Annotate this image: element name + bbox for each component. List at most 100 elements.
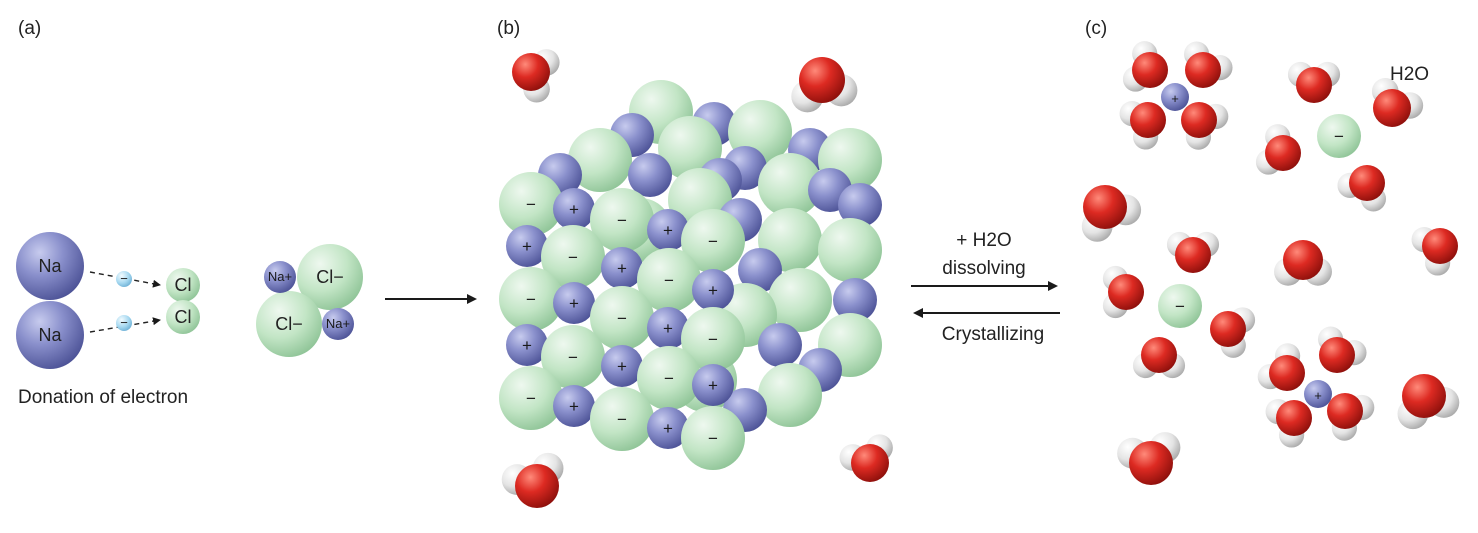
chloride-ion [818, 218, 882, 282]
oxygen-atom [1373, 89, 1411, 127]
negative-charge: − [664, 369, 674, 388]
water-molecule [1181, 102, 1229, 150]
sodium-ion [647, 307, 689, 349]
chloride-ion [590, 387, 654, 451]
chloride-ion-label: Cl− [316, 267, 344, 287]
oxygen-atom [1141, 337, 1177, 373]
water-molecule [1132, 337, 1186, 379]
chloride-ion [499, 172, 563, 236]
sodium-ion [553, 282, 595, 324]
donation-caption: Donation of electron [18, 387, 188, 408]
water-molecule [1327, 393, 1375, 441]
chloride-ion [568, 128, 632, 192]
positive-charge: + [663, 221, 673, 240]
positive-charge: + [617, 357, 627, 376]
negative-charge: − [526, 389, 536, 408]
oxygen-atom [1319, 337, 1355, 373]
positive-charge: + [663, 319, 673, 338]
chloride-ion [499, 366, 563, 430]
panel-a: Na Na − − Cl Cl Cl− Cl− Na+ Na+ Donation… [16, 232, 363, 408]
water-molecule [1274, 240, 1332, 286]
sodium-atom-label: Na [38, 256, 62, 276]
positive-charge: + [569, 294, 579, 313]
negative-charge: − [708, 429, 718, 448]
sodium-ion [553, 188, 595, 230]
sodium-ion [692, 364, 734, 406]
sodium-ion [628, 153, 672, 197]
sodium-atom [16, 301, 84, 369]
sodium-atom [16, 232, 84, 300]
positive-charge: + [1171, 91, 1179, 106]
oxygen-atom [1129, 441, 1173, 485]
positive-charge: + [569, 200, 579, 219]
water-molecule [1119, 100, 1166, 150]
sodium-ion [758, 323, 802, 367]
chloride-ion [637, 346, 701, 410]
water-molecule [1102, 265, 1144, 319]
negative-charge: − [568, 348, 578, 367]
water-molecule [1411, 226, 1458, 276]
chloride-ion [541, 225, 605, 289]
negative-charge: − [664, 271, 674, 290]
sodium-ion [838, 183, 882, 227]
negative-charge: − [617, 410, 627, 429]
sodium-atom-label: Na [38, 325, 62, 345]
water-molecule [1337, 165, 1387, 212]
oxygen-atom [1276, 400, 1312, 436]
electron-sign: − [120, 315, 128, 330]
water-label: H2O [1390, 64, 1429, 85]
oxygen-atom [1132, 52, 1168, 88]
electron [116, 271, 132, 287]
chloride-ion [541, 325, 605, 389]
sodium-ion [506, 324, 548, 366]
electron-sign: − [120, 271, 128, 286]
oxygen-atom [512, 53, 550, 91]
equilibrium-arrows: + H2O dissolving Crystallizing [911, 230, 1060, 345]
negative-charge: − [1175, 297, 1185, 316]
positive-charge: + [663, 419, 673, 438]
negative-charge: − [708, 330, 718, 349]
chlorine-atom-label: Cl [175, 275, 192, 295]
sodium-ion [692, 269, 734, 311]
sodium-ion [833, 278, 877, 322]
oxygen-atom [1210, 311, 1246, 347]
oxygen-atom [1269, 355, 1305, 391]
chloride-ion-label: Cl− [275, 314, 303, 334]
positive-charge: + [708, 376, 718, 395]
negative-charge: − [617, 309, 627, 328]
sodium-ion [738, 248, 782, 292]
oxygen-atom [1185, 52, 1221, 88]
electron-transfer-arrow [89, 317, 161, 333]
water-molecule [1081, 185, 1142, 242]
water-molecule [1210, 307, 1256, 358]
sodium-ion [1161, 83, 1189, 111]
water-molecule [1122, 41, 1168, 92]
oxygen-atom [1422, 228, 1458, 264]
negative-charge: − [1334, 127, 1344, 146]
oxygen-atom [1108, 274, 1144, 310]
negative-charge: − [617, 211, 627, 230]
chloride-ion [590, 188, 654, 252]
positive-charge: + [522, 237, 532, 256]
oxygen-atom [1083, 185, 1127, 229]
chloride-ion [1158, 284, 1202, 328]
negative-charge: − [526, 290, 536, 309]
panel-b-label: (b) [497, 18, 520, 39]
chloride-ion [681, 209, 745, 273]
oxygen-atom [1402, 374, 1446, 418]
sodium-ion [264, 261, 296, 293]
sodium-ion [647, 407, 689, 449]
sodium-ion [1304, 380, 1332, 408]
panel-a-label: (a) [18, 18, 41, 39]
electron [116, 315, 132, 331]
water-molecule [1397, 374, 1460, 430]
oxygen-atom [1327, 393, 1363, 429]
water-molecule [791, 57, 858, 113]
crystallizing-label: Crystallizing [942, 324, 1044, 345]
chlorine-atom [166, 268, 200, 302]
water-molecule [1166, 231, 1220, 273]
oxygen-atom [799, 57, 845, 103]
water-molecule [1257, 343, 1305, 391]
oxygen-atom [1296, 67, 1332, 103]
